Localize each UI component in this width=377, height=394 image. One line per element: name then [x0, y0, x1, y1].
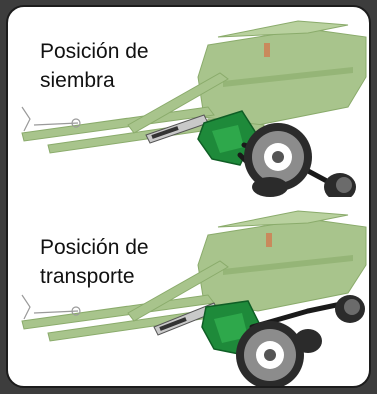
lift-arm-highlight	[197, 110, 257, 166]
press-wheels	[252, 173, 356, 197]
caption-line: Posición de	[40, 236, 149, 259]
figure-panel: Posición de siembra Posición de transpor…	[6, 5, 371, 388]
caption-line: transporte	[40, 265, 135, 288]
main-wheel	[236, 321, 304, 386]
hopper-faded	[197, 210, 367, 312]
caption-line: Posición de	[40, 40, 149, 63]
caption-transport-position: Posición de transporte	[40, 233, 149, 291]
main-wheel	[244, 123, 312, 191]
hitch	[21, 294, 81, 320]
caption-sowing-position: Posición de siembra	[40, 37, 149, 95]
seeder-sowing-illustration-icon	[21, 20, 367, 197]
press-wheels	[294, 295, 365, 353]
seeder-transport-illustration-icon	[21, 210, 367, 386]
hitch	[21, 106, 81, 132]
caption-line: siembra	[40, 69, 115, 92]
hopper-faded	[197, 20, 367, 126]
